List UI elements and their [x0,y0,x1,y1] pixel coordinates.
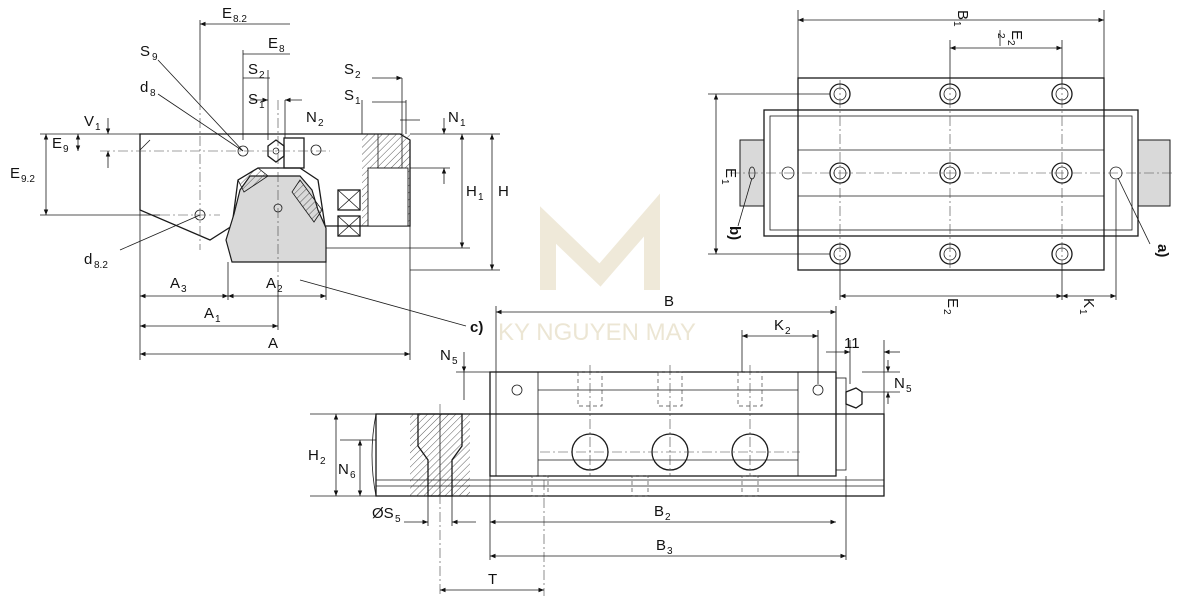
svg-text:5: 5 [906,384,912,395]
label-c: c) [470,319,483,336]
svg-text:2: 2 [277,284,283,295]
svg-text:2: 2 [941,309,952,315]
svg-text:9: 9 [63,144,69,155]
label-a: a) [1154,244,1171,257]
label-11: 11 [844,335,860,352]
label-H2: H [308,447,319,464]
label-V1: V [84,113,94,130]
svg-text:9.2: 9.2 [21,174,35,185]
svg-text:1: 1 [460,118,466,129]
svg-text:1: 1 [259,100,265,111]
label-N5-right: N [894,375,905,392]
label-H1: H [466,183,477,200]
label-d8.2: d [84,251,92,268]
top-holes [748,83,1123,265]
svg-text:2: 2 [995,33,1006,39]
svg-text:KY NGUYEN MAY: KY NGUYEN MAY [498,319,696,346]
svg-text:1: 1 [95,122,101,133]
svg-text:3: 3 [181,284,187,295]
svg-text:9: 9 [152,52,158,63]
label-S9: S [140,43,150,60]
label-B3: B [656,537,666,554]
label-B: B [664,293,674,310]
svg-text:3: 3 [667,546,673,557]
label-b: b) [726,226,743,240]
svg-text:2: 2 [259,70,265,81]
svg-text:8: 8 [279,44,285,55]
label-E9.2: E [10,165,20,182]
label-E2: E [944,298,961,308]
svg-text:1: 1 [1077,309,1088,315]
label-d8: d [140,79,148,96]
label-E9: E [52,135,62,152]
label-K1: K [1080,298,1097,308]
svg-text:1: 1 [478,192,484,203]
label-N5: N [440,347,451,364]
svg-text:2: 2 [355,70,361,81]
svg-text:6: 6 [350,470,356,481]
svg-text:5: 5 [395,514,401,525]
label-E1: E [722,168,739,178]
svg-text:1: 1 [719,179,730,185]
label-S2: S [248,61,258,78]
top-view: B 1 E 2 2 E 1 b) a) E 2 K 1 [708,10,1175,315]
label-N6: N [338,461,349,478]
svg-text:5: 5 [452,356,458,367]
svg-text:2: 2 [318,118,324,129]
label-S1: S [248,91,258,108]
svg-text:2: 2 [665,512,671,523]
label-N2: N [306,109,317,126]
watermark: KY NGUYEN MAY [498,193,696,346]
svg-text:8: 8 [150,88,156,99]
label-A1: A [204,305,214,322]
front-view: E 8.2 S 9 E 8 S 2 d 8 S 1 V 1 E 9 E 9.2 … [10,5,509,360]
label-T: T [488,571,497,588]
label-S1-right: S [344,87,354,104]
label-E8.2: E [222,5,232,22]
label-E2-half: E [1008,30,1025,40]
svg-text:2: 2 [1005,40,1016,46]
label-E8: E [268,35,278,52]
svg-text:8.2: 8.2 [94,260,108,271]
label-B2: B [654,503,664,520]
svg-text:2: 2 [785,326,791,337]
svg-text:2: 2 [320,456,326,467]
svg-text:8.2: 8.2 [233,14,247,25]
label-B1: B [954,10,971,20]
svg-text:1: 1 [355,96,361,107]
label-K2: K [774,317,784,334]
label-S5: ØS [372,505,394,522]
label-S2-right: S [344,61,354,78]
svg-text:1: 1 [215,314,221,325]
svg-text:1: 1 [951,21,962,27]
label-A3: A [170,275,180,292]
label-H: H [498,183,509,200]
label-A: A [268,335,278,352]
label-A2: A [266,275,276,292]
label-N1: N [448,109,459,126]
side-view: B K 2 11 N 5 N 5 H 2 N 6 ØS 5 B 2 B 3 T [308,293,912,596]
